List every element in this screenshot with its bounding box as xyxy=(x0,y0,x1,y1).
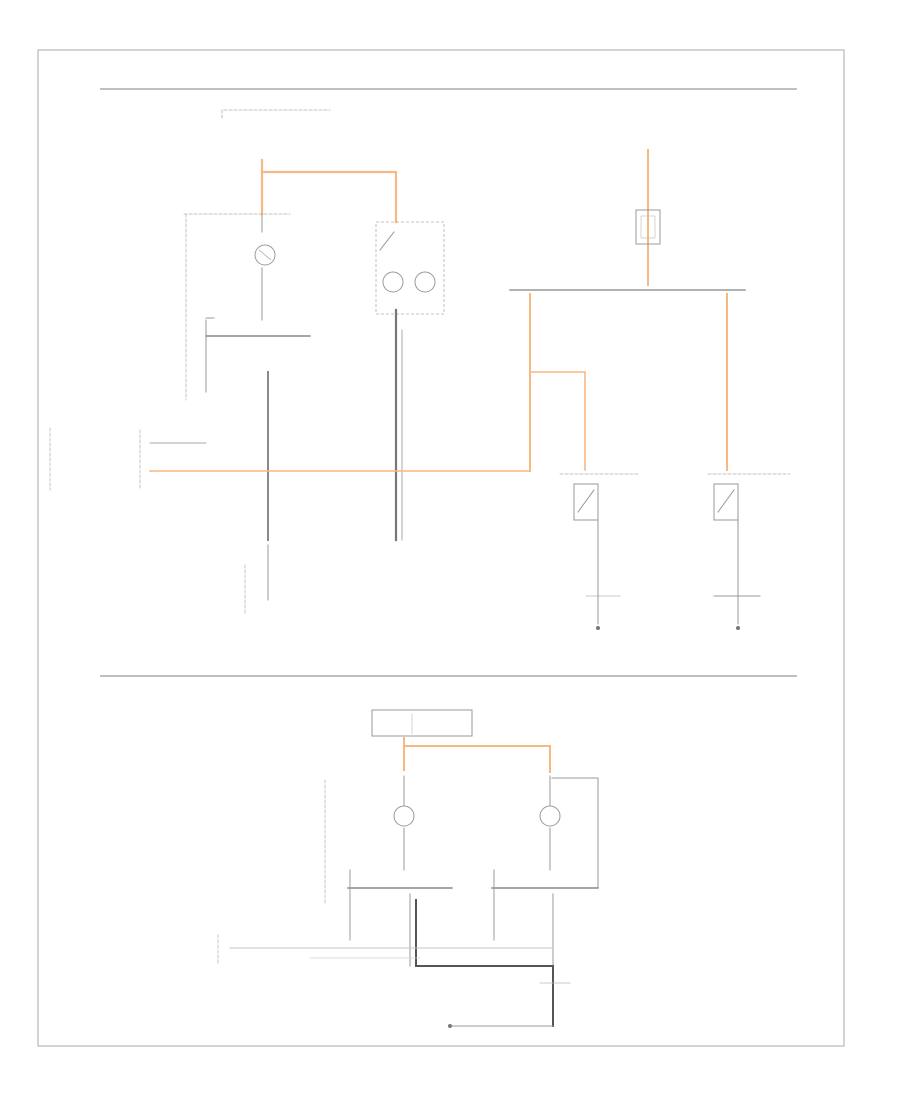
bottom-dark-return xyxy=(415,899,554,1027)
orange-cross-wire xyxy=(260,170,398,224)
bottom-right-lamp-icon xyxy=(539,805,561,827)
left-module-box xyxy=(573,483,599,521)
relay-inner xyxy=(640,215,656,239)
right-module-switch xyxy=(717,489,735,513)
right-ground-icon xyxy=(736,626,740,630)
bottom-left-lamp-icon xyxy=(393,805,415,827)
bottom-circuit xyxy=(217,709,599,1028)
top-circuit xyxy=(49,109,791,630)
bottom-fuse-block xyxy=(371,709,473,737)
left-lamp-icon xyxy=(254,244,276,266)
left-module-switch xyxy=(577,489,595,513)
right-lamp-icon xyxy=(382,271,404,293)
door-switch-box xyxy=(375,221,445,315)
bottom-orange-cross xyxy=(403,745,551,773)
right-module-box xyxy=(713,483,739,521)
left-branch-loop xyxy=(529,371,586,471)
left-lamp-filament xyxy=(258,249,272,261)
bottom-ground-icon xyxy=(448,1024,452,1028)
diagram-frame xyxy=(37,49,845,1047)
bottom-right-feed xyxy=(551,777,599,889)
hot-at-all-times-box xyxy=(221,109,331,119)
door-switch-blade xyxy=(379,231,395,251)
right-lamp2-icon xyxy=(414,271,436,293)
left-ground-icon xyxy=(596,626,600,630)
relay-box xyxy=(635,209,661,245)
